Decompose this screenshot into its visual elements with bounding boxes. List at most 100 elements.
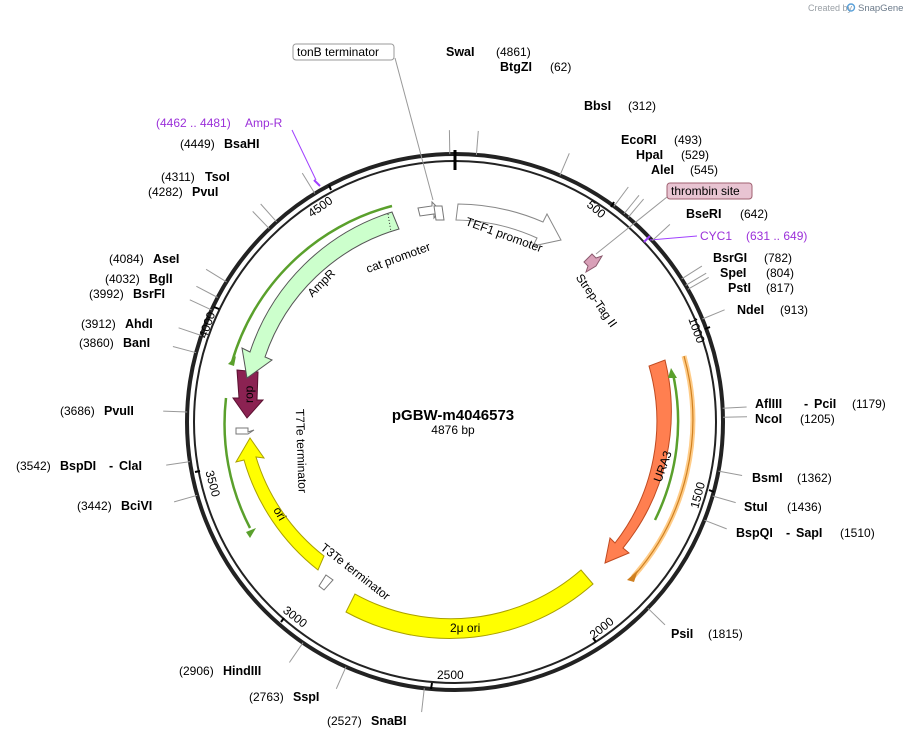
svg-text:AseI: AseI — [153, 252, 179, 266]
site-leader-afliii — [722, 406, 747, 409]
primer-label-cyc1[interactable]: CYC1 (631 .. 649) — [700, 229, 807, 243]
svg-text:NcoI: NcoI — [755, 412, 782, 426]
site-leader-bsrgi — [681, 265, 703, 280]
scale-ticks: 500 1000 1500 2000 2500 3000 3500 4000 4… — [194, 184, 715, 690]
plasmid-length: 4876 bp — [431, 423, 475, 437]
site-sspi[interactable]: (2763) SspI — [249, 690, 319, 704]
site-leader-hindiii — [288, 642, 304, 663]
site-leader-bseri — [651, 224, 671, 241]
feature-t7te-terminator[interactable] — [235, 427, 255, 435]
leader-tonb — [394, 57, 434, 201]
features: TEF1 promoter Strep-Tag II URA3 2μ ori T… — [223, 200, 696, 639]
svg-text:BsrFI: BsrFI — [133, 287, 165, 301]
boxed-label-tonb[interactable]: tonB terminator — [292, 43, 395, 61]
svg-text:PstI: PstI — [728, 281, 751, 295]
svg-text:(4084): (4084) — [109, 252, 144, 266]
svg-text:BspQI: BspQI — [736, 526, 773, 540]
site-bsmi[interactable]: BsmI (1362) — [752, 471, 832, 485]
feature-strep-tag[interactable] — [583, 253, 604, 274]
svg-text:(3992): (3992) — [89, 287, 124, 301]
site-leader-ecori — [613, 186, 629, 207]
site-snabi[interactable]: (2527) SnaBI — [327, 714, 406, 728]
scale-tick-4000 — [213, 306, 220, 310]
site-psti[interactable]: PstI (817) — [728, 281, 794, 295]
site-pvuii[interactable]: (3686) PvuII — [60, 404, 134, 418]
scale-tick-2500 — [430, 682, 433, 690]
site-tsoi[interactable]: (4311) TsoI — [161, 170, 230, 184]
feature-label-strep-tag: Strep-Tag II — [573, 271, 620, 330]
site-bspqi-sapi[interactable]: BspQI - SapI (1510) — [736, 526, 875, 540]
scale-label-1500: 1500 — [688, 480, 709, 510]
feature-small-white-arrow[interactable] — [433, 205, 445, 221]
site-bgli[interactable]: (4032) BglI — [105, 272, 173, 286]
site-hpai[interactable]: HpaI (529) — [636, 148, 709, 162]
feature-tef1-promoter[interactable] — [455, 203, 562, 247]
svg-text:AleI: AleI — [651, 163, 674, 177]
svg-text:BbsI: BbsI — [584, 99, 611, 113]
site-bsrgi[interactable]: BsrGI (782) — [713, 251, 792, 265]
svg-text:(3542): (3542) — [16, 459, 51, 473]
site-swai[interactable]: SwaI (4861) — [446, 45, 531, 59]
site-btgzi[interactable]: BtgZI (62) — [500, 60, 571, 74]
snapgene-logo-icon — [846, 3, 856, 12]
svg-text:(1179): (1179) — [852, 397, 886, 411]
site-spei[interactable]: SpeI (804) — [720, 266, 794, 280]
svg-text:NdeI: NdeI — [737, 303, 764, 317]
feature-2mu-ori[interactable] — [345, 569, 594, 639]
svg-text:(1362): (1362) — [797, 471, 832, 485]
site-bsrfi[interactable]: (3992) BsrFI — [89, 287, 165, 301]
site-leaders — [163, 130, 748, 713]
svg-text:BspDI: BspDI — [60, 459, 96, 473]
svg-text:(1510): (1510) — [840, 526, 875, 540]
feature-ori[interactable] — [234, 437, 325, 571]
svg-text:CYC1: CYC1 — [700, 229, 732, 243]
svg-text:(4462 .. 4481): (4462 .. 4481) — [156, 116, 231, 130]
site-alei[interactable]: AleI (545) — [651, 163, 718, 177]
svg-text:(3912): (3912) — [81, 317, 116, 331]
credit-brand: SnapGene — [858, 3, 903, 14]
site-ncoi[interactable]: NcoI (1205) — [755, 412, 835, 426]
feature-ampr[interactable] — [241, 211, 400, 379]
cat-promoter-dots — [387, 213, 392, 233]
svg-text:(312): (312) — [628, 99, 656, 113]
site-afliii-pcii[interactable]: AflIII - PciI (1179) — [755, 397, 886, 411]
leader-thrombin — [595, 196, 668, 255]
feature-rop[interactable] — [232, 369, 265, 419]
feature-ura3[interactable] — [604, 359, 672, 564]
svg-text:(631 .. 649): (631 .. 649) — [746, 229, 807, 243]
feature-label-cat-promoter: cat promoter — [364, 240, 432, 276]
site-psii[interactable]: PsiI (1815) — [671, 627, 743, 641]
site-ndei[interactable]: NdeI (913) — [737, 303, 808, 317]
site-leader-ndei — [702, 309, 725, 320]
svg-text:(3442): (3442) — [77, 499, 112, 513]
boxed-label-tonb-text: tonB terminator — [297, 45, 379, 59]
feature-t3te-terminator[interactable] — [318, 574, 334, 591]
boxed-label-thrombin[interactable]: thrombin site — [666, 182, 753, 200]
site-bsahi[interactable]: (4449) BsaHI — [180, 137, 259, 151]
credit-prefix: Created by — [808, 3, 853, 13]
site-ahdi[interactable]: (3912) AhdI — [81, 317, 153, 331]
site-asei[interactable]: (4084) AseI — [109, 252, 179, 266]
scale-label-2500: 2500 — [437, 668, 464, 682]
site-leader-bani — [172, 346, 197, 354]
site-bcivi[interactable]: (3442) BciVI — [77, 499, 152, 513]
svg-text:(913): (913) — [780, 303, 808, 317]
site-hindiii[interactable]: (2906) HindIII — [179, 664, 261, 678]
site-leader-alei — [627, 198, 644, 218]
site-bspdi-clai[interactable]: (3542) BspDI - ClaI — [16, 459, 142, 473]
site-bani[interactable]: (3860) BanI — [79, 336, 150, 350]
site-leader-bsahi — [301, 172, 316, 194]
site-bseri[interactable]: BseRI (642) — [686, 207, 768, 221]
site-pvui[interactable]: (4282) PvuI — [148, 185, 218, 199]
svg-text:BanI: BanI — [123, 336, 150, 350]
site-leader-bsrfi — [189, 299, 212, 311]
svg-text:-: - — [109, 459, 113, 473]
svg-text:(545): (545) — [690, 163, 718, 177]
site-ecori[interactable]: EcoRI (493) — [621, 133, 702, 147]
site-stui[interactable]: StuI (1436) — [744, 500, 822, 514]
site-leader-btgzi — [475, 130, 479, 155]
site-bbsi[interactable]: BbsI (312) — [584, 99, 656, 113]
green-strand-arrowhead-right — [668, 368, 677, 378]
primer-label-amp-r[interactable]: (4462 .. 4481) Amp-R — [156, 116, 283, 130]
